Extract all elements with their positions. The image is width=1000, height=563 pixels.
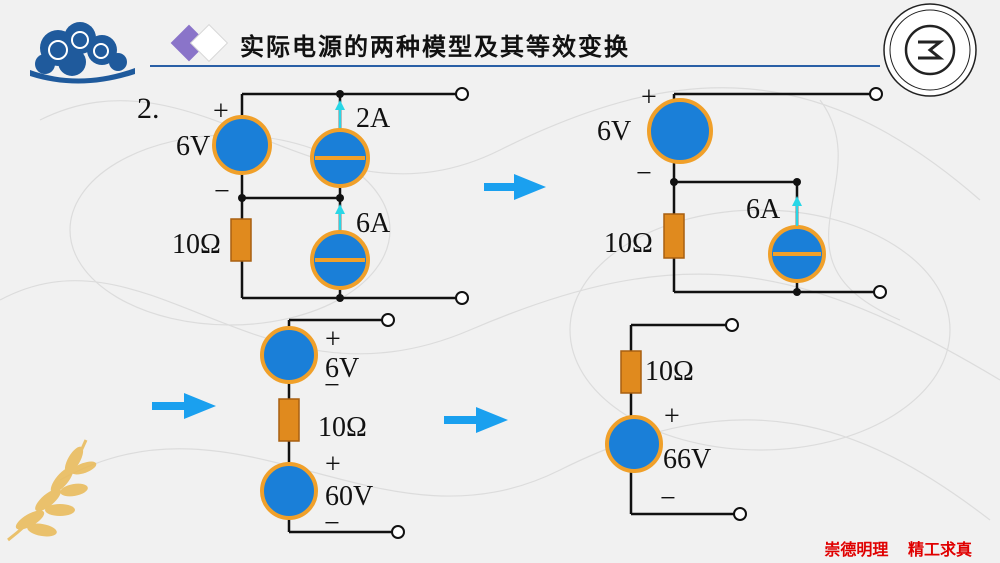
c1-current-6a-label: 6A (356, 208, 391, 239)
voltage-source-66v (605, 415, 663, 473)
background-swirls (0, 87, 1000, 521)
c2-current-label: 6A (746, 194, 781, 225)
circuit-2 (647, 87, 887, 299)
arrow-right-icon (444, 407, 508, 433)
circuit-2-junctions (670, 178, 801, 296)
arrow-right-icon (152, 393, 216, 419)
voltage-source-60v (260, 462, 318, 520)
c2-minus-label: − (636, 158, 652, 189)
arrow-right-icon (484, 174, 546, 200)
c1-resistor-label: 10Ω (172, 229, 221, 260)
terminal (869, 87, 883, 101)
resistor-10ohm (278, 398, 300, 442)
terminal (455, 87, 469, 101)
diamond-icon (170, 23, 229, 63)
university-emblem (883, 3, 977, 97)
resistor-10ohm (230, 218, 252, 262)
terminal (381, 313, 395, 327)
voltage-source-6v (260, 326, 318, 384)
c1-current-2a-label: 2A (356, 103, 391, 134)
c3-voltage-top-label: 6V (325, 353, 360, 384)
c3-minus-bottom-label: − (324, 508, 340, 539)
circuit-1 (212, 87, 469, 305)
cloud-swirls (48, 31, 109, 60)
c2-plus-label: + (641, 82, 657, 113)
terminal (733, 507, 747, 521)
slide-title: 实际电源的两种模型及其等效变换 (240, 33, 630, 61)
terminal (725, 318, 739, 332)
footer-motto: 崇德明理 精工求真 (824, 540, 972, 559)
c3-resistor-label: 10Ω (318, 412, 367, 443)
c3-voltage-bottom-label: 60V (325, 481, 374, 512)
circuit-3 (260, 313, 405, 539)
wheat-decoration (7, 439, 97, 542)
cloud-logo (30, 22, 135, 84)
terminal (455, 291, 469, 305)
voltage-source-6v (647, 98, 713, 164)
current-source-6a (768, 196, 826, 283)
c3-plus-top-label: + (325, 324, 341, 355)
c4-resistor-label: 10Ω (645, 356, 694, 387)
c4-voltage-label: 66V (663, 444, 712, 475)
c1-minus-label: − (214, 176, 230, 207)
current-source-2a (310, 100, 370, 188)
c3-minus-top-label: − (324, 370, 340, 401)
resistor-10ohm (620, 350, 642, 394)
terminal (873, 285, 887, 299)
c1-voltage-label: 6V (176, 131, 211, 162)
current-source-6a (310, 204, 370, 290)
c4-plus-label: + (664, 401, 680, 432)
c2-voltage-label: 6V (597, 116, 632, 147)
circuit-4 (605, 318, 747, 521)
terminal (391, 525, 405, 539)
c1-plus-label: + (213, 96, 229, 127)
c3-plus-bottom-label: + (325, 449, 341, 480)
resistor-10ohm (663, 213, 685, 259)
c2-resistor-label: 10Ω (604, 228, 653, 259)
c4-minus-label: − (660, 483, 676, 514)
circuit-1-junctions (238, 90, 344, 302)
voltage-source-6v (212, 115, 272, 175)
problem-number: 2. (137, 92, 160, 125)
